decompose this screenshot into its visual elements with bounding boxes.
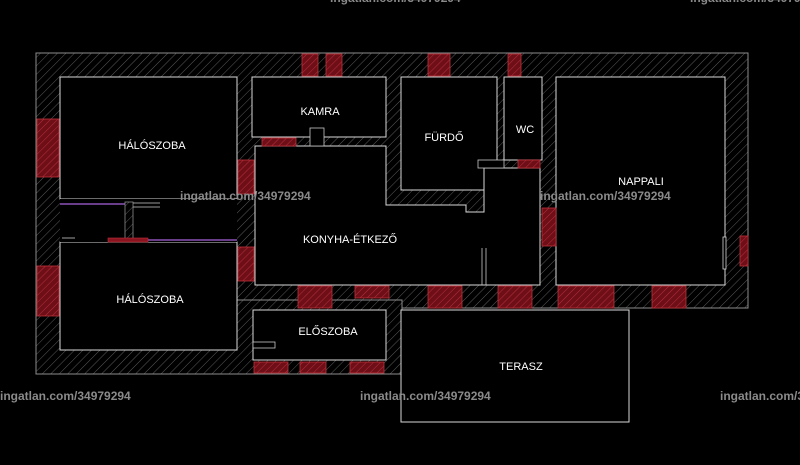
window-south-6 (651, 285, 687, 309)
watermark-top-2: ingatlan.com/34979294 (690, 0, 800, 5)
watermark-mid-2: ingatlan.com/34979294 (540, 189, 671, 203)
door-pantry (309, 127, 325, 147)
window-pantry (261, 137, 297, 147)
window-hall-3 (349, 361, 385, 374)
corridor (60, 199, 237, 242)
room-bedroom-1 (59, 76, 238, 200)
label-living: NAPPALI (618, 176, 664, 188)
corridor-partition (124, 201, 134, 241)
window-living-east (739, 235, 749, 267)
window-north-1 (301, 53, 319, 77)
door-hall (252, 341, 276, 349)
bath-wc-step (477, 159, 505, 169)
label-bathroom: FÜRDŐ (424, 130, 464, 144)
watermark-bottom-3: ingatlan.com/34979294 (720, 389, 800, 403)
window-north-wc (507, 53, 522, 77)
window-wc-east (541, 207, 557, 247)
window-kitchen-west-1 (237, 159, 255, 195)
window-hall-1 (253, 361, 289, 374)
room-wc (503, 76, 543, 161)
window-south-3 (427, 285, 463, 309)
room-terrace (400, 309, 630, 423)
label-hall: ELŐSZOBA (298, 324, 358, 338)
window-bedroom-2-west (36, 265, 60, 317)
watermark-top-1: ingatlan.com/34979294 (330, 0, 461, 5)
window-south-1 (297, 285, 333, 309)
room-hall (252, 309, 387, 361)
room-pantry (251, 76, 387, 138)
window-south-5 (557, 285, 615, 309)
room-bathroom (400, 76, 498, 191)
label-pantry: KAMRA (300, 106, 340, 118)
label-wc: WC (516, 124, 534, 136)
room-kitchen-dining (254, 145, 541, 286)
label-bedroom-2: HÁLÓSZOBA (116, 293, 184, 306)
watermark-bottom-2: ingatlan.com/34979294 (360, 389, 491, 403)
label-terrace: TERASZ (499, 361, 543, 373)
window-bedroom-1-west (36, 118, 60, 178)
label-bedroom-1: HÁLÓSZOBA (118, 139, 186, 152)
room-living (555, 76, 726, 286)
watermark-bottom-1: ingatlan.com/34979294 (0, 389, 131, 403)
window-hall-2 (299, 361, 327, 374)
watermark-mid-1: ingatlan.com/34979294 (180, 189, 311, 203)
window-wc-inner (517, 159, 541, 169)
window-north-2 (325, 53, 343, 77)
label-kitchen-dining: KONYHA-ÉTKEZŐ (303, 232, 398, 246)
door-frame-1 (107, 237, 149, 243)
living-window-step (722, 236, 727, 270)
window-kitchen-west-2 (237, 246, 255, 282)
window-north-bath (427, 53, 451, 77)
window-south-4 (497, 285, 533, 309)
window-south-2 (354, 285, 390, 299)
